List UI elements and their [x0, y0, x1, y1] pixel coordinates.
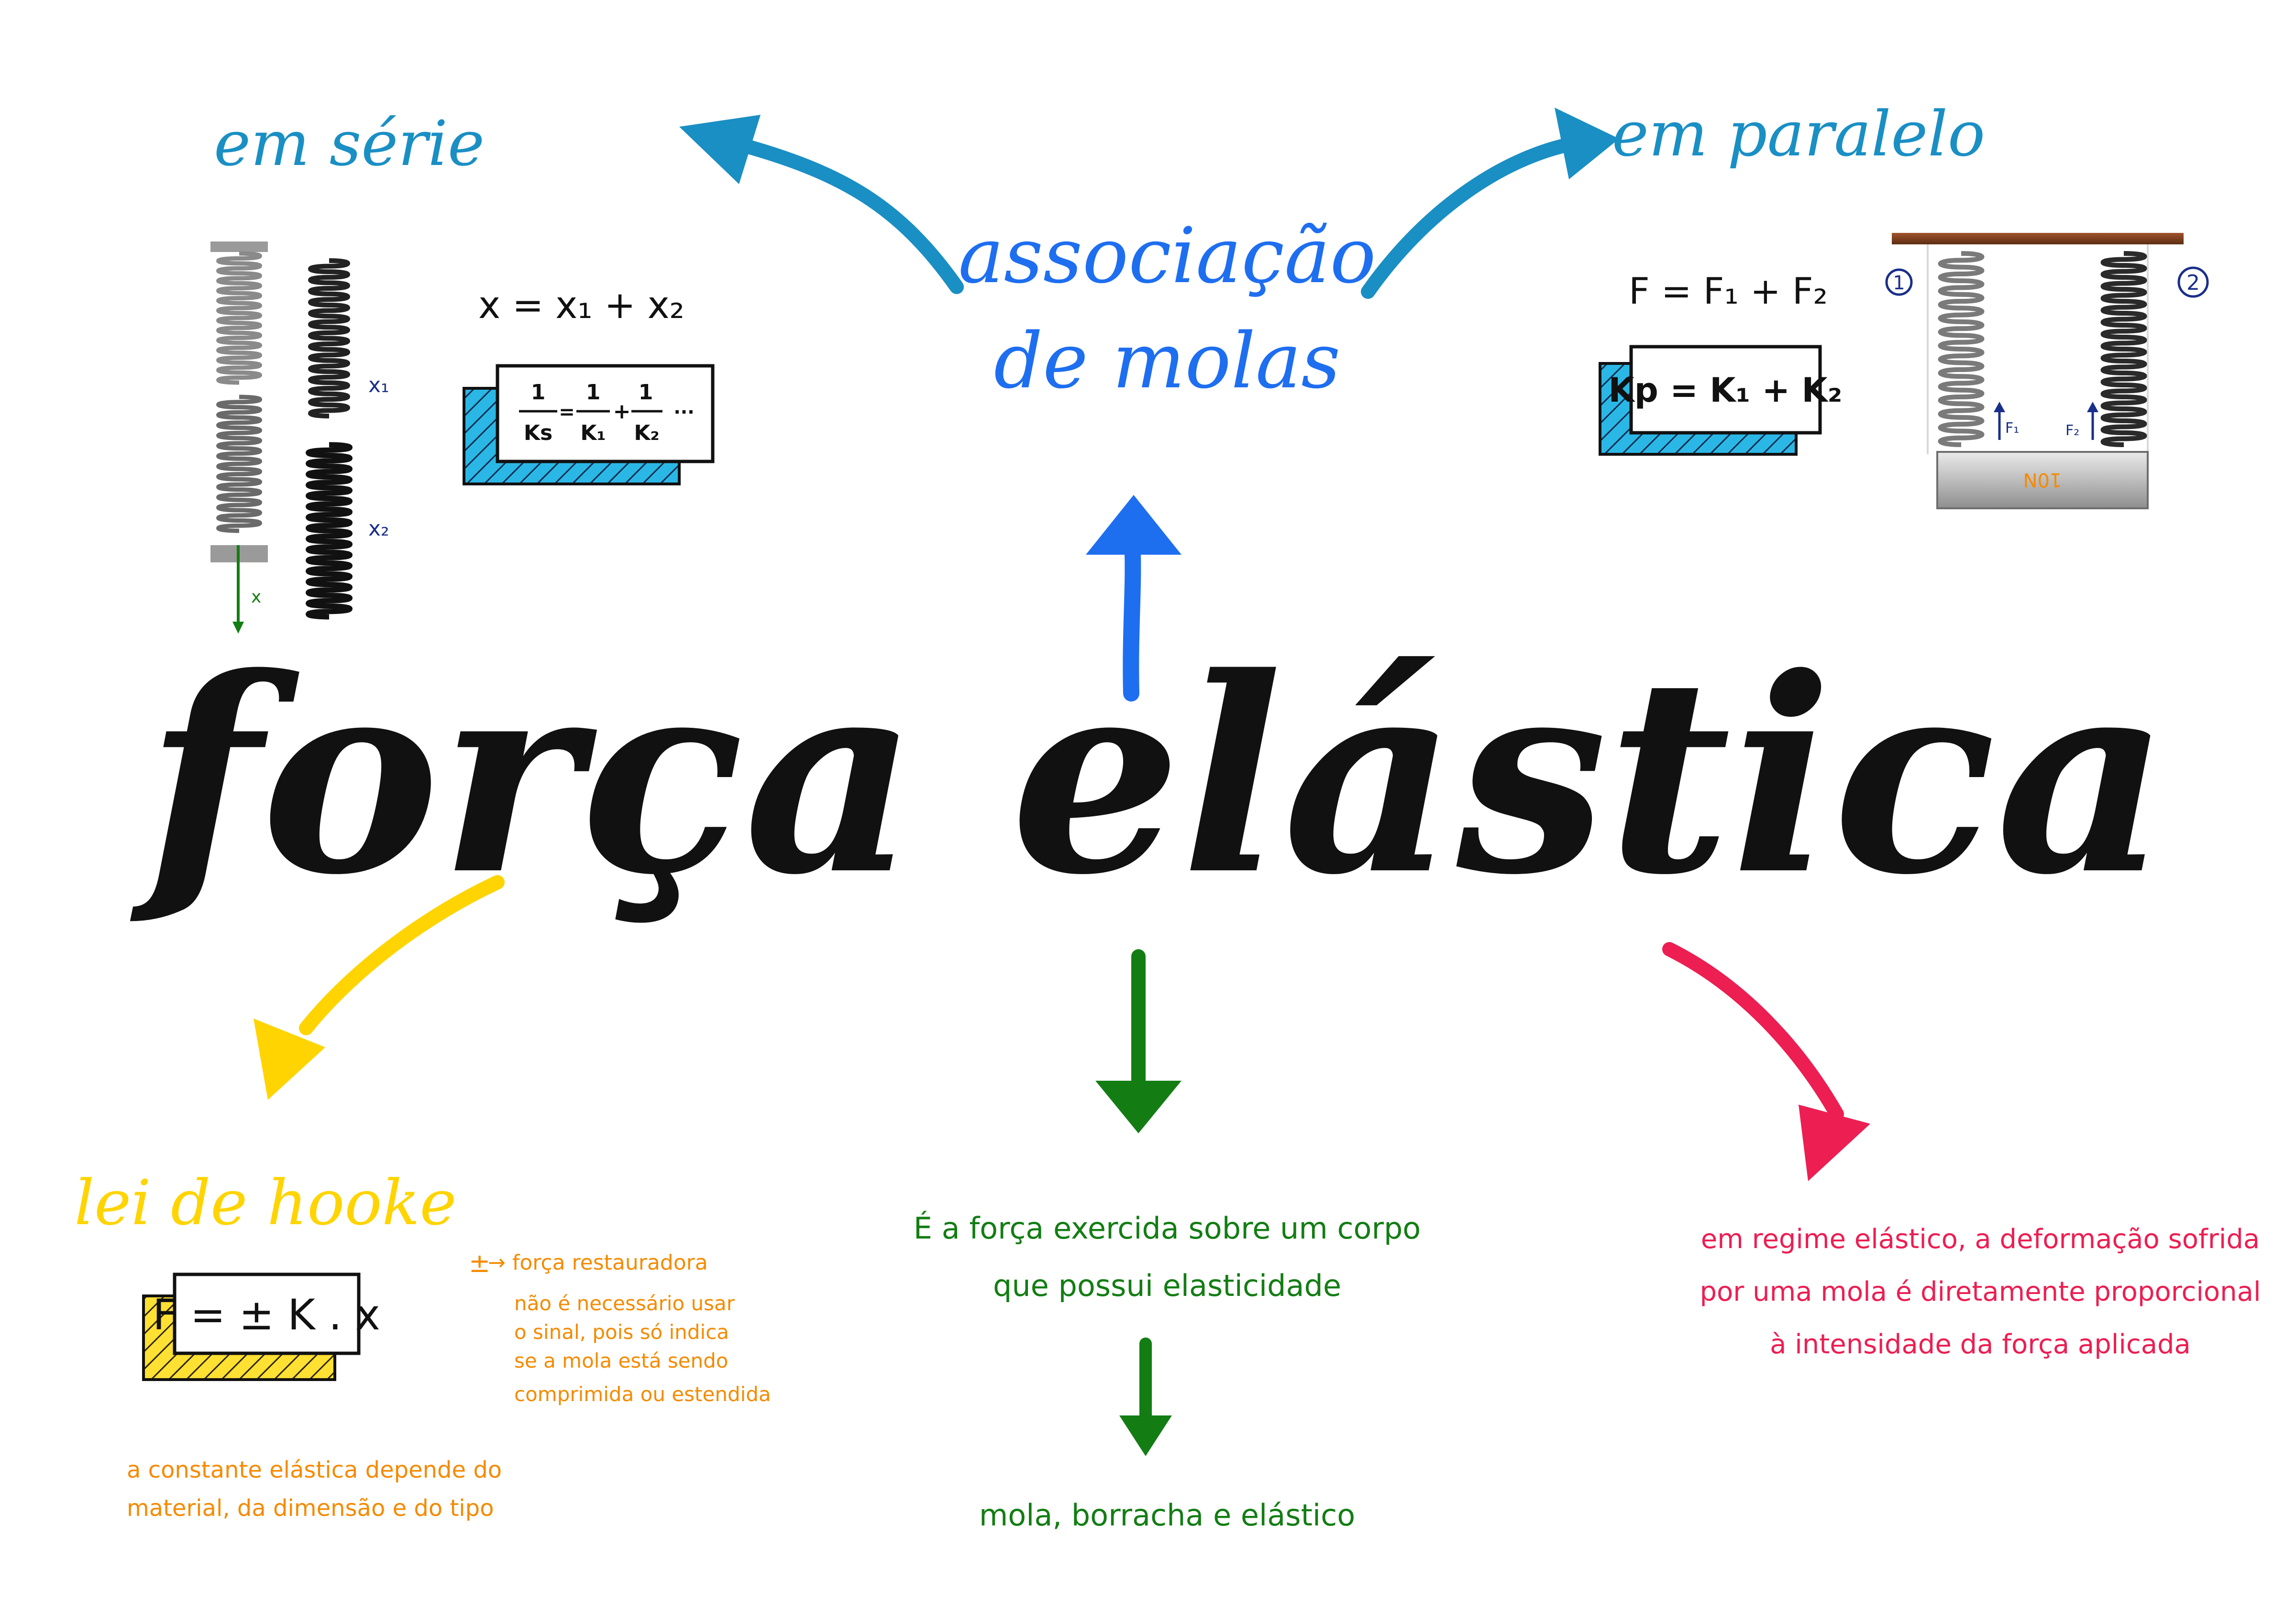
- arrow-up-icon: [1086, 495, 1181, 702]
- hooke-formula-card: F = ± K . x: [142, 1272, 380, 1381]
- hooke-pm-symbol: ±: [469, 1248, 490, 1278]
- arrow-to-parallel-icon: [1361, 108, 1619, 299]
- association-title-line2: de molas: [994, 316, 1341, 406]
- parallel-num-1: 1: [1893, 272, 1905, 294]
- series-springs-diagram: [210, 241, 353, 634]
- parallel-num-2: 2: [2186, 271, 2200, 295]
- arrow-to-definition-icon: [1095, 949, 1181, 1133]
- spring-coil: [306, 442, 353, 620]
- hooke-note-line5: comprimida ou estendida: [514, 1382, 771, 1406]
- parallel-formula-k: Kp = K₁ + K₂: [1609, 371, 1843, 410]
- hooke-note-line4: se a mola está sendo: [514, 1349, 729, 1372]
- series-label-x: x: [251, 587, 261, 607]
- series-eq-one-b: 1: [586, 380, 601, 405]
- arrow-to-regime-icon: [1662, 942, 1870, 1181]
- series-label-x2: x₂: [368, 516, 389, 541]
- hooke-note-line3: o sinal, pois só indica: [514, 1320, 729, 1344]
- parallel-springs-diagram: [1885, 233, 2209, 509]
- parallel-block-label: 10N: [2023, 469, 2062, 491]
- association-title-line1: associação: [958, 211, 1376, 300]
- hooke-constant-line1: a constante elástica depende do: [127, 1457, 502, 1483]
- parallel-equation-card: Kp = K₁ + K₂: [1599, 345, 1843, 456]
- regime-line2: por uma mola é diretamente proporcional: [1700, 1276, 2261, 1307]
- regime-line1: em regime elástico, a deformação sofrida: [1701, 1224, 2260, 1255]
- spring-coil: [1938, 251, 1985, 447]
- hooke-note-line1: → força restauradora: [488, 1250, 708, 1275]
- regime-line3: à intensidade da força aplicada: [1770, 1329, 2191, 1360]
- arrow-to-hooke-icon: [254, 875, 505, 1100]
- series-eq-one-a: 1: [531, 380, 546, 405]
- parallel-label-f2: F₂: [2065, 422, 2079, 439]
- hooke-note-line2: não é necessário usar: [514, 1292, 735, 1315]
- arrow-to-examples-icon: [1119, 1338, 1172, 1456]
- definition-examples: mola, borracha e elástico: [979, 1498, 1355, 1533]
- series-eq-dots: ...: [673, 397, 694, 418]
- hooke-title: lei de hooke: [75, 1166, 457, 1239]
- series-eq-den-b: K₁: [580, 421, 606, 445]
- series-eq-eq: =: [559, 401, 575, 423]
- spring-coil: [308, 258, 350, 418]
- series-equation-card: 1 Ks = 1 K₁ + 1 K₂ ...: [463, 364, 715, 485]
- parallel-label-f1: F₁: [2005, 420, 2019, 437]
- parallel-title: em paralelo: [1612, 98, 1985, 170]
- series-label-x1: x₁: [368, 373, 389, 397]
- center-title: força elástica: [129, 619, 2170, 934]
- parallel-formula-f: F = F₁ + F₂: [1629, 270, 1828, 312]
- series-title: em série: [214, 107, 485, 180]
- series-eq-den-c: K₂: [634, 421, 659, 445]
- arrow-to-series-icon: [679, 115, 964, 294]
- definition-line2: que possui elasticidade: [993, 1268, 1341, 1303]
- hooke-formula: F = ± K . x: [153, 1290, 380, 1339]
- hooke-constant-line2: material, da dimensão e do tipo: [127, 1495, 494, 1522]
- definition-line1: É a força exercida sobre um corpo: [914, 1211, 1421, 1246]
- series-formula-x: x = x₁ + x₂: [478, 284, 684, 327]
- spring-coil: [2100, 251, 2147, 447]
- series-eq-den-a: Ks: [524, 421, 552, 445]
- spring-coil: [216, 251, 262, 385]
- series-eq-plus: +: [613, 399, 631, 424]
- series-eq-one-c: 1: [639, 380, 653, 405]
- spring-coil: [216, 395, 262, 533]
